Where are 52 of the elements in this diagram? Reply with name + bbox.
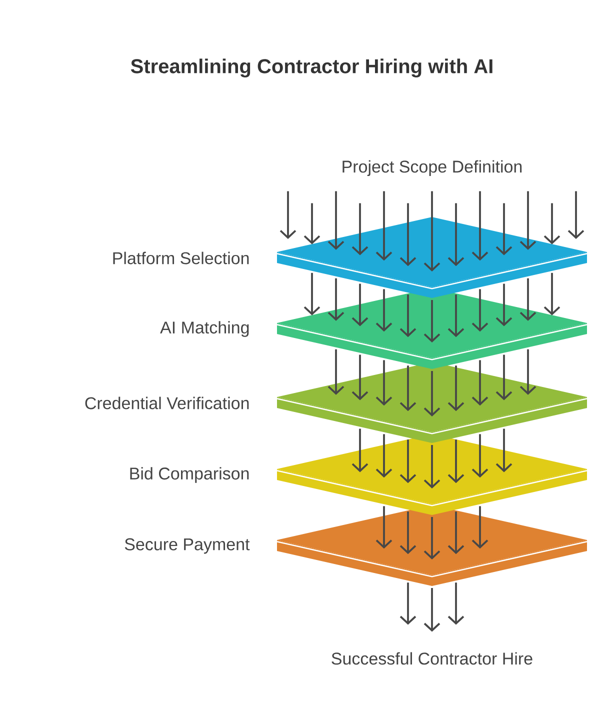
arrow bbox=[400, 203, 416, 266]
arrow bbox=[376, 434, 392, 478]
arrow bbox=[328, 349, 344, 395]
arrow bbox=[496, 354, 512, 400]
arrow bbox=[544, 203, 560, 244]
arrow bbox=[400, 294, 416, 338]
arrow bbox=[400, 440, 416, 484]
arrow bbox=[448, 366, 464, 412]
arrow bbox=[352, 203, 368, 256]
arrow bbox=[448, 512, 464, 554]
arrow bbox=[304, 203, 320, 244]
step-label: Credential Verification bbox=[85, 396, 249, 410]
arrow bbox=[352, 354, 368, 400]
arrow bbox=[472, 360, 488, 406]
arrow bbox=[328, 278, 344, 321]
arrow bbox=[520, 278, 536, 321]
arrow bbox=[328, 191, 344, 250]
arrow bbox=[472, 434, 488, 478]
arrow bbox=[568, 191, 584, 239]
step-text: Successful Contractor Hire bbox=[332, 652, 532, 665]
arrow bbox=[352, 284, 368, 326]
arrow bbox=[400, 366, 416, 412]
arrow bbox=[352, 428, 368, 472]
arrow bbox=[448, 203, 464, 266]
arrow bbox=[496, 284, 512, 326]
arrow bbox=[448, 294, 464, 338]
arrow bbox=[424, 300, 440, 342]
arrow bbox=[448, 582, 464, 625]
arrow bbox=[520, 191, 536, 250]
arrow bbox=[280, 191, 296, 239]
step-label: Secure Payment bbox=[124, 538, 250, 554]
arrow bbox=[496, 428, 512, 472]
arrow bbox=[424, 588, 440, 632]
arrow bbox=[424, 445, 440, 488]
arrow bbox=[424, 371, 440, 416]
arrow bbox=[544, 272, 560, 316]
step-label: Platform Selection bbox=[113, 252, 249, 264]
arrow bbox=[472, 191, 488, 261]
step-label: Bid Comparison bbox=[130, 467, 249, 483]
arrow bbox=[448, 440, 464, 484]
arrow bbox=[496, 203, 512, 256]
arrow bbox=[304, 272, 320, 316]
arrow bbox=[376, 191, 392, 261]
step-text: Project Scope Definition bbox=[342, 160, 522, 176]
arrow bbox=[400, 582, 416, 625]
arrow bbox=[520, 349, 536, 395]
arrow bbox=[376, 360, 392, 406]
arrow bbox=[424, 191, 440, 272]
arrow bbox=[400, 512, 416, 554]
arrow bbox=[424, 517, 440, 560]
title: Streamlining Contractor Hiring with AI bbox=[130, 58, 492, 78]
step-label: AI Matching bbox=[160, 321, 249, 337]
